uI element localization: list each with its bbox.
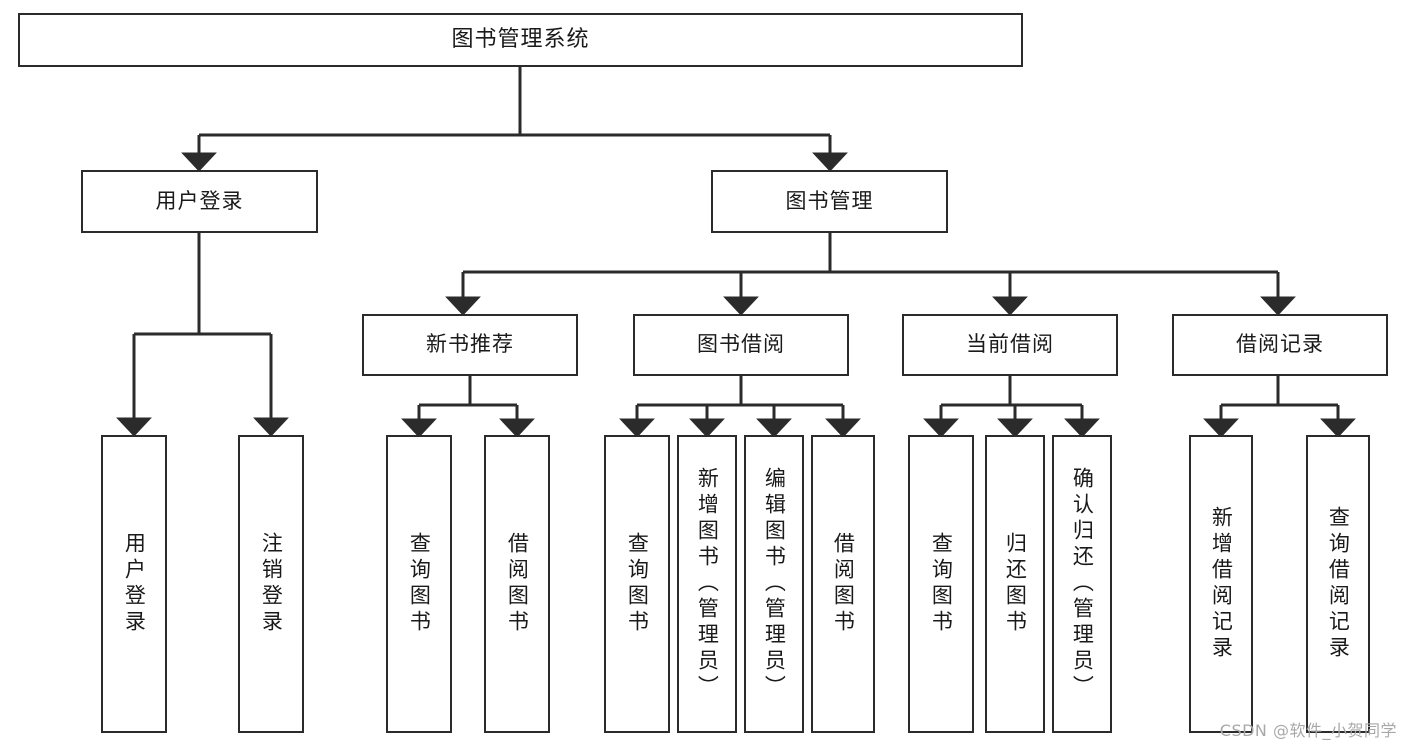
connector-group-borrow bbox=[619, 376, 861, 438]
node-leaf-return-books[interactable]: 归还图书 bbox=[985, 435, 1045, 733]
connector-group-current-borrow bbox=[923, 376, 1100, 438]
node-label: 查询借阅记录 bbox=[1326, 506, 1351, 662]
node-new-book-recommendation[interactable]: 新书推荐 bbox=[362, 314, 578, 376]
node-label: 确认归还（管理员） bbox=[1070, 467, 1095, 701]
node-leaf-confirm-return-admin[interactable]: 确认归还（管理员） bbox=[1052, 435, 1112, 733]
node-label: 用户登录 bbox=[122, 532, 147, 636]
node-label: 图书借阅 bbox=[697, 332, 785, 357]
node-label: 注销登录 bbox=[259, 532, 284, 636]
node-leaf-borrow-books[interactable]: 借阅图书 bbox=[811, 435, 875, 733]
connector-group-borrow-records bbox=[1203, 376, 1356, 438]
node-leaf-add-borrow-record[interactable]: 新增借阅记录 bbox=[1189, 435, 1253, 733]
node-label: 查询图书 bbox=[929, 532, 954, 636]
node-book-borrowing[interactable]: 图书借阅 bbox=[633, 314, 849, 376]
node-label: 图书管理系统 bbox=[451, 26, 590, 52]
node-leaf-edit-book-admin[interactable]: 编辑图书（管理员） bbox=[744, 435, 804, 733]
node-leaf-user-login[interactable]: 用户登录 bbox=[101, 435, 167, 733]
node-label: 新书推荐 bbox=[426, 332, 514, 357]
node-borrow-records[interactable]: 借阅记录 bbox=[1172, 314, 1388, 376]
node-label: 用户登录 bbox=[155, 188, 244, 213]
node-leaf-borrow-books-recommendation[interactable]: 借阅图书 bbox=[484, 435, 550, 733]
node-label: 当前借阅 bbox=[966, 332, 1054, 357]
watermark-text: CSDN @软件_小贺同学 bbox=[1219, 721, 1397, 740]
node-label: 图书管理 bbox=[785, 188, 874, 213]
node-leaf-query-books-borrowing[interactable]: 查询图书 bbox=[604, 435, 670, 733]
node-label: 新增图书（管理员） bbox=[695, 467, 720, 701]
node-label: 借阅图书 bbox=[831, 532, 856, 636]
node-label: 查询图书 bbox=[407, 532, 432, 636]
node-label: 借阅记录 bbox=[1236, 332, 1324, 357]
node-leaf-logout[interactable]: 注销登录 bbox=[238, 435, 304, 733]
connector-group-book-management bbox=[445, 233, 1296, 316]
node-label: 新增借阅记录 bbox=[1209, 506, 1234, 662]
node-book-management[interactable]: 图书管理 bbox=[711, 170, 948, 233]
node-root-library-system[interactable]: 图书管理系统 bbox=[18, 13, 1023, 67]
node-leaf-query-books-recommendation[interactable]: 查询图书 bbox=[386, 435, 452, 733]
node-current-borrowing[interactable]: 当前借阅 bbox=[902, 314, 1118, 376]
node-user-login[interactable]: 用户登录 bbox=[81, 170, 318, 233]
node-label: 借阅图书 bbox=[505, 532, 530, 636]
node-leaf-query-books-current[interactable]: 查询图书 bbox=[908, 435, 974, 733]
node-label: 归还图书 bbox=[1003, 532, 1028, 636]
connector-group-root bbox=[181, 67, 848, 172]
node-leaf-query-borrow-record[interactable]: 查询借阅记录 bbox=[1306, 435, 1370, 733]
node-label: 查询图书 bbox=[625, 532, 650, 636]
connector-group-new-book bbox=[401, 376, 535, 438]
node-label: 编辑图书（管理员） bbox=[762, 467, 787, 701]
node-leaf-add-book-admin[interactable]: 新增图书（管理员） bbox=[677, 435, 737, 733]
connector-group-user-login bbox=[116, 233, 289, 437]
